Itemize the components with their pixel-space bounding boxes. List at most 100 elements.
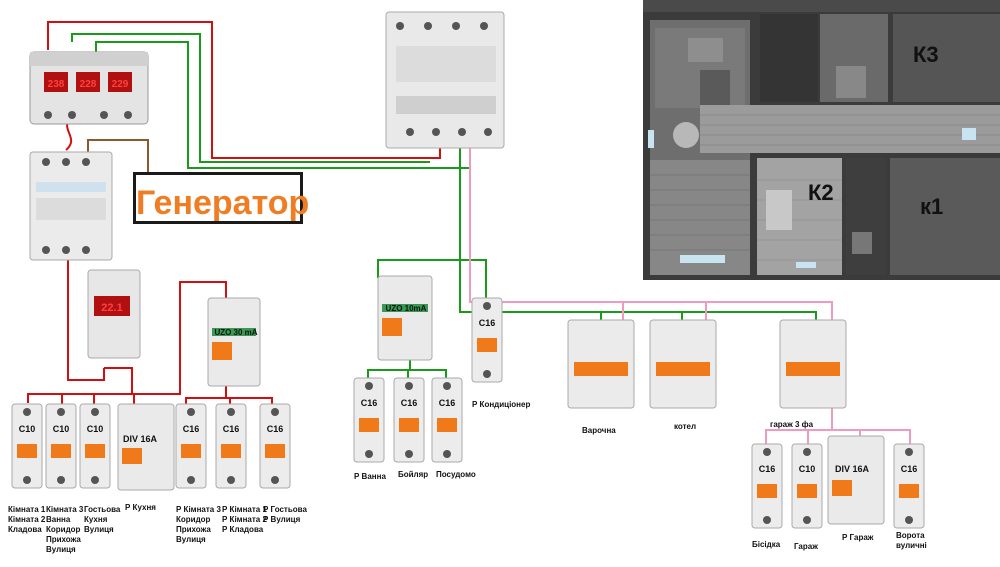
breaker-c16-m2-lever	[399, 418, 419, 432]
breaker-c16-m3-lever	[437, 418, 457, 432]
breaker-c16-ac: C16	[471, 297, 503, 383]
breaker-c16-ac-terminal-top	[483, 302, 491, 310]
floorplan	[643, 0, 1000, 280]
wires	[27, 21, 911, 444]
breaker-c16-m1-terminal-bottom	[365, 450, 373, 458]
breaker-c16-s3-rating: C16	[267, 424, 284, 434]
relay-display-1: 238	[48, 79, 65, 90]
label-r-conditioner: Р Кондиціонер	[472, 400, 531, 409]
breaker-c16-m2: C16	[393, 377, 425, 463]
breaker-c16-g1-lever	[757, 484, 777, 498]
uzo-10ma	[377, 275, 433, 361]
breaker-c16-m3: C16	[431, 377, 463, 463]
div-garage	[827, 435, 885, 525]
breaker-c16-g1-terminal-top	[763, 448, 771, 456]
room-label-k2: К2	[808, 180, 834, 205]
label-guest: Гостьова Кухня Вулиця	[84, 505, 121, 534]
breaker-c16-m1-lever	[359, 418, 379, 432]
breaker-c10-1-terminal-top	[23, 408, 31, 416]
breaker-c10-3-rating: C10	[87, 424, 104, 434]
breaker-c16-m3-terminal-bottom	[443, 450, 451, 458]
label-r-rooms: Р Кімната 1 Р Кімната 2 Р Кладова	[222, 505, 267, 534]
breaker-3p-garage	[779, 319, 847, 409]
voltage-relay: 238 228 229	[29, 51, 149, 125]
label-boiler: Бойляр	[398, 470, 429, 479]
breaker-c16-ac-terminal-bottom	[483, 370, 491, 378]
breaker-c16-g1-terminal-bottom	[763, 516, 771, 524]
breaker-c10-3-lever	[85, 444, 105, 458]
breaker-c16-ac-lever	[477, 338, 497, 352]
breaker-c16-m3-terminal-top	[443, 382, 451, 390]
label-gate: Ворота вуличні	[896, 531, 927, 550]
breaker-c16-s2-terminal-bottom	[227, 476, 235, 484]
room-label-k1: к1	[920, 194, 944, 219]
label-r-garage: Р Гараж	[842, 533, 874, 542]
breaker-c16-s2-rating: C16	[223, 424, 240, 434]
breaker-c16-s1-lever	[181, 444, 201, 458]
label-dishwasher: Посудомо	[436, 470, 476, 479]
changeover-switch	[29, 151, 113, 261]
breaker-c10-3-terminal-top	[91, 408, 99, 416]
breaker-c16-s3-terminal-bottom	[271, 476, 279, 484]
relay-display-2: 228	[80, 79, 97, 90]
label-rooms-1-2: Кімната 1 Кімната 2 Кладова	[8, 505, 46, 534]
timer-relay: 22.1	[87, 269, 141, 359]
label-varochna: Варочна	[582, 426, 616, 435]
label-r-guest: Р Гостьова Р Вулиця	[263, 505, 307, 524]
breaker-c10-g2-terminal-top	[803, 448, 811, 456]
label-r-room-3: Р Кімната 3 Коридор Прихожа Вулиця	[176, 505, 221, 544]
breaker-c16-m3-rating: C16	[439, 398, 456, 408]
breaker-c16-ac-rating: C16	[479, 318, 496, 328]
breaker-c16-s3: C16	[259, 403, 291, 489]
uzo-30ma: UZO 30 mA	[207, 297, 261, 387]
breaker-c16-s2: C16	[215, 403, 247, 489]
div-kitchen	[117, 403, 175, 491]
breaker-c16-m1-terminal-top	[365, 382, 373, 390]
breaker-c16-s1: C16	[175, 403, 207, 489]
breaker-3p-varochna	[567, 319, 635, 409]
breaker-c16-g1-rating: C16	[759, 464, 776, 474]
breaker-c10-1-rating: C10	[19, 424, 36, 434]
div-garage-text: DIV 16A	[835, 464, 870, 474]
breaker-c16-g1: C16	[751, 443, 783, 529]
breaker-c16-s1-terminal-top	[187, 408, 195, 416]
label-besidka: Бісідка	[752, 540, 781, 549]
breaker-c10-g2-rating: C10	[799, 464, 816, 474]
breaker-c16-s1-terminal-bottom	[187, 476, 195, 484]
label-r-bath: Р Ванна	[354, 472, 386, 481]
breaker-c10-3: C10	[79, 403, 111, 489]
breaker-c10-1-terminal-bottom	[23, 476, 31, 484]
div-kitchen-text: DIV 16A	[123, 434, 158, 444]
breaker-c16-m2-terminal-bottom	[405, 450, 413, 458]
breaker-3p-kotel	[649, 319, 717, 409]
label-garage: Гараж	[794, 542, 818, 551]
breaker-c10-3-terminal-bottom	[91, 476, 99, 484]
uzo-middle-text: UZO 10mA	[386, 304, 427, 313]
breaker-c16-m2-rating: C16	[401, 398, 418, 408]
label-garage-3f: гараж 3 фа	[770, 420, 814, 429]
breaker-c10-1-lever	[17, 444, 37, 458]
timer-display: 22.1	[101, 302, 122, 314]
breaker-c16-s3-lever	[265, 444, 285, 458]
breaker-c10-g2: C10	[791, 443, 823, 529]
breaker-c16-m1: C16	[353, 377, 385, 463]
label-kotel: котел	[674, 422, 697, 431]
breaker-c16-s3-terminal-top	[271, 408, 279, 416]
breaker-c16-m1-rating: C16	[361, 398, 378, 408]
breaker-c16-g3: C16	[893, 443, 925, 529]
breaker-c16-g3-rating: C16	[901, 464, 918, 474]
label-r-kitchen: Р Кухня	[125, 503, 156, 512]
breaker-c10-2: C10	[45, 403, 77, 489]
generator-label: Генератор	[133, 172, 309, 224]
breaker-c16-g3-terminal-top	[905, 448, 913, 456]
breaker-c10-g2-terminal-bottom	[803, 516, 811, 524]
label-room-3: Кімната 3 Ванна Коридор Прихожа Вулиця	[46, 505, 84, 554]
breaker-c10-g2-lever	[797, 484, 817, 498]
breaker-c16-g3-lever	[899, 484, 919, 498]
breaker-c10-2-rating: C10	[53, 424, 70, 434]
breaker-c10-2-lever	[51, 444, 71, 458]
breaker-c10-2-terminal-bottom	[57, 476, 65, 484]
